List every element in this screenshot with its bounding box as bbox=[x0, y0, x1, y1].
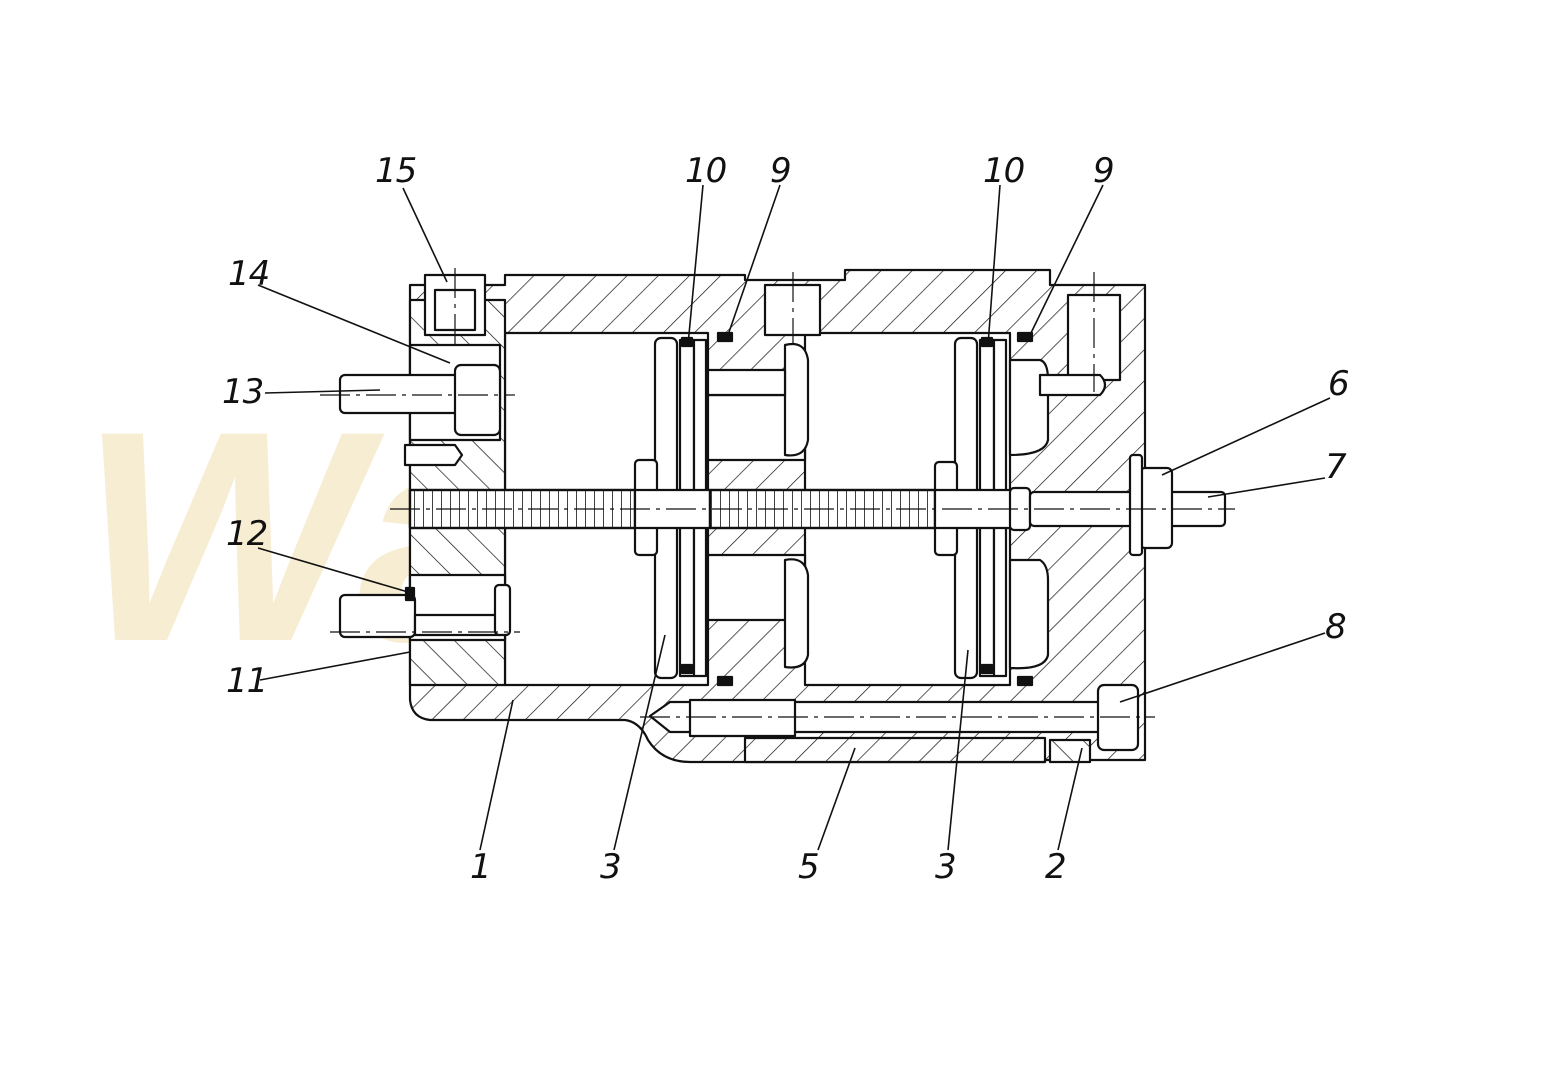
callout-labels: 15 14 13 12 11 10 9 10 9 6 7 8 1 3 5 3 2 bbox=[222, 151, 1350, 887]
callout-12: 12 bbox=[226, 514, 267, 554]
spacer-tube bbox=[743, 736, 1047, 764]
leader-lines bbox=[257, 184, 1331, 851]
callout-5: 5 bbox=[798, 847, 819, 887]
callout-3-right: 3 bbox=[935, 847, 956, 887]
callout-15: 15 bbox=[375, 151, 416, 191]
washer bbox=[1128, 453, 1144, 557]
callout-13: 13 bbox=[222, 372, 263, 412]
stud-lower bbox=[338, 593, 417, 639]
housing-section bbox=[320, 268, 1235, 764]
callout-1: 1 bbox=[470, 847, 491, 887]
callout-6: 6 bbox=[1328, 364, 1349, 404]
hex-nut bbox=[1138, 466, 1174, 550]
stud-upper bbox=[338, 373, 462, 415]
callout-10-right: 10 bbox=[983, 151, 1024, 191]
callout-8: 8 bbox=[1325, 607, 1346, 647]
callout-14: 14 bbox=[228, 254, 269, 294]
callout-2: 2 bbox=[1045, 847, 1066, 887]
callout-9-left: 9 bbox=[770, 151, 791, 191]
callout-10-left: 10 bbox=[685, 151, 726, 191]
callout-7: 7 bbox=[1325, 447, 1347, 487]
callout-3-left: 3 bbox=[600, 847, 621, 887]
callout-9-right: 9 bbox=[1093, 151, 1114, 191]
callout-11: 11 bbox=[226, 661, 267, 701]
